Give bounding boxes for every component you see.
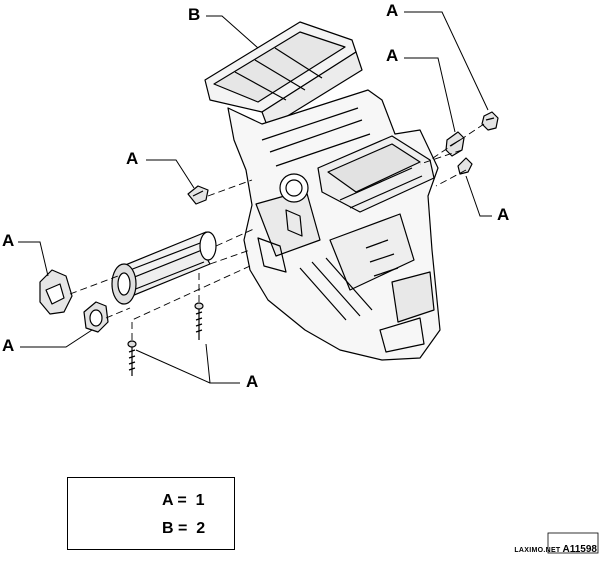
diagram-code: A11598 <box>562 544 597 555</box>
callout-a-left-upper: A <box>2 231 15 250</box>
callout-a-left-mid: A <box>126 149 139 168</box>
motor-flange <box>83 301 109 333</box>
watermark-text: LAXIMO.NET <box>514 547 561 554</box>
screw-right <box>194 302 204 340</box>
callout-b-duct: B <box>188 5 201 24</box>
quantity-legend: A = 1 B = 2 <box>67 477 235 550</box>
end-cap-left <box>39 269 73 315</box>
leader-lines <box>18 11 492 384</box>
clip-upper-right <box>445 131 465 157</box>
callout-a-bottom: A <box>246 372 259 391</box>
screw-left <box>127 340 137 376</box>
clip-right-lower <box>457 157 473 175</box>
callout-a-right: A <box>497 205 510 224</box>
reference-code-frame <box>547 532 599 554</box>
callout-a-left-lower: A <box>2 336 15 355</box>
legend-b-quantity: B = 2 <box>162 520 206 537</box>
callout-a-top-right: A <box>386 1 399 20</box>
hvac-housing <box>204 21 441 361</box>
callout-a-upper-right: A <box>386 46 399 65</box>
assembly-lines <box>69 123 485 340</box>
legend-a-quantity: A = 1 <box>162 492 205 509</box>
blower-drum <box>111 231 217 305</box>
clip-left-mid <box>187 185 209 205</box>
clip-top-right <box>481 111 499 131</box>
